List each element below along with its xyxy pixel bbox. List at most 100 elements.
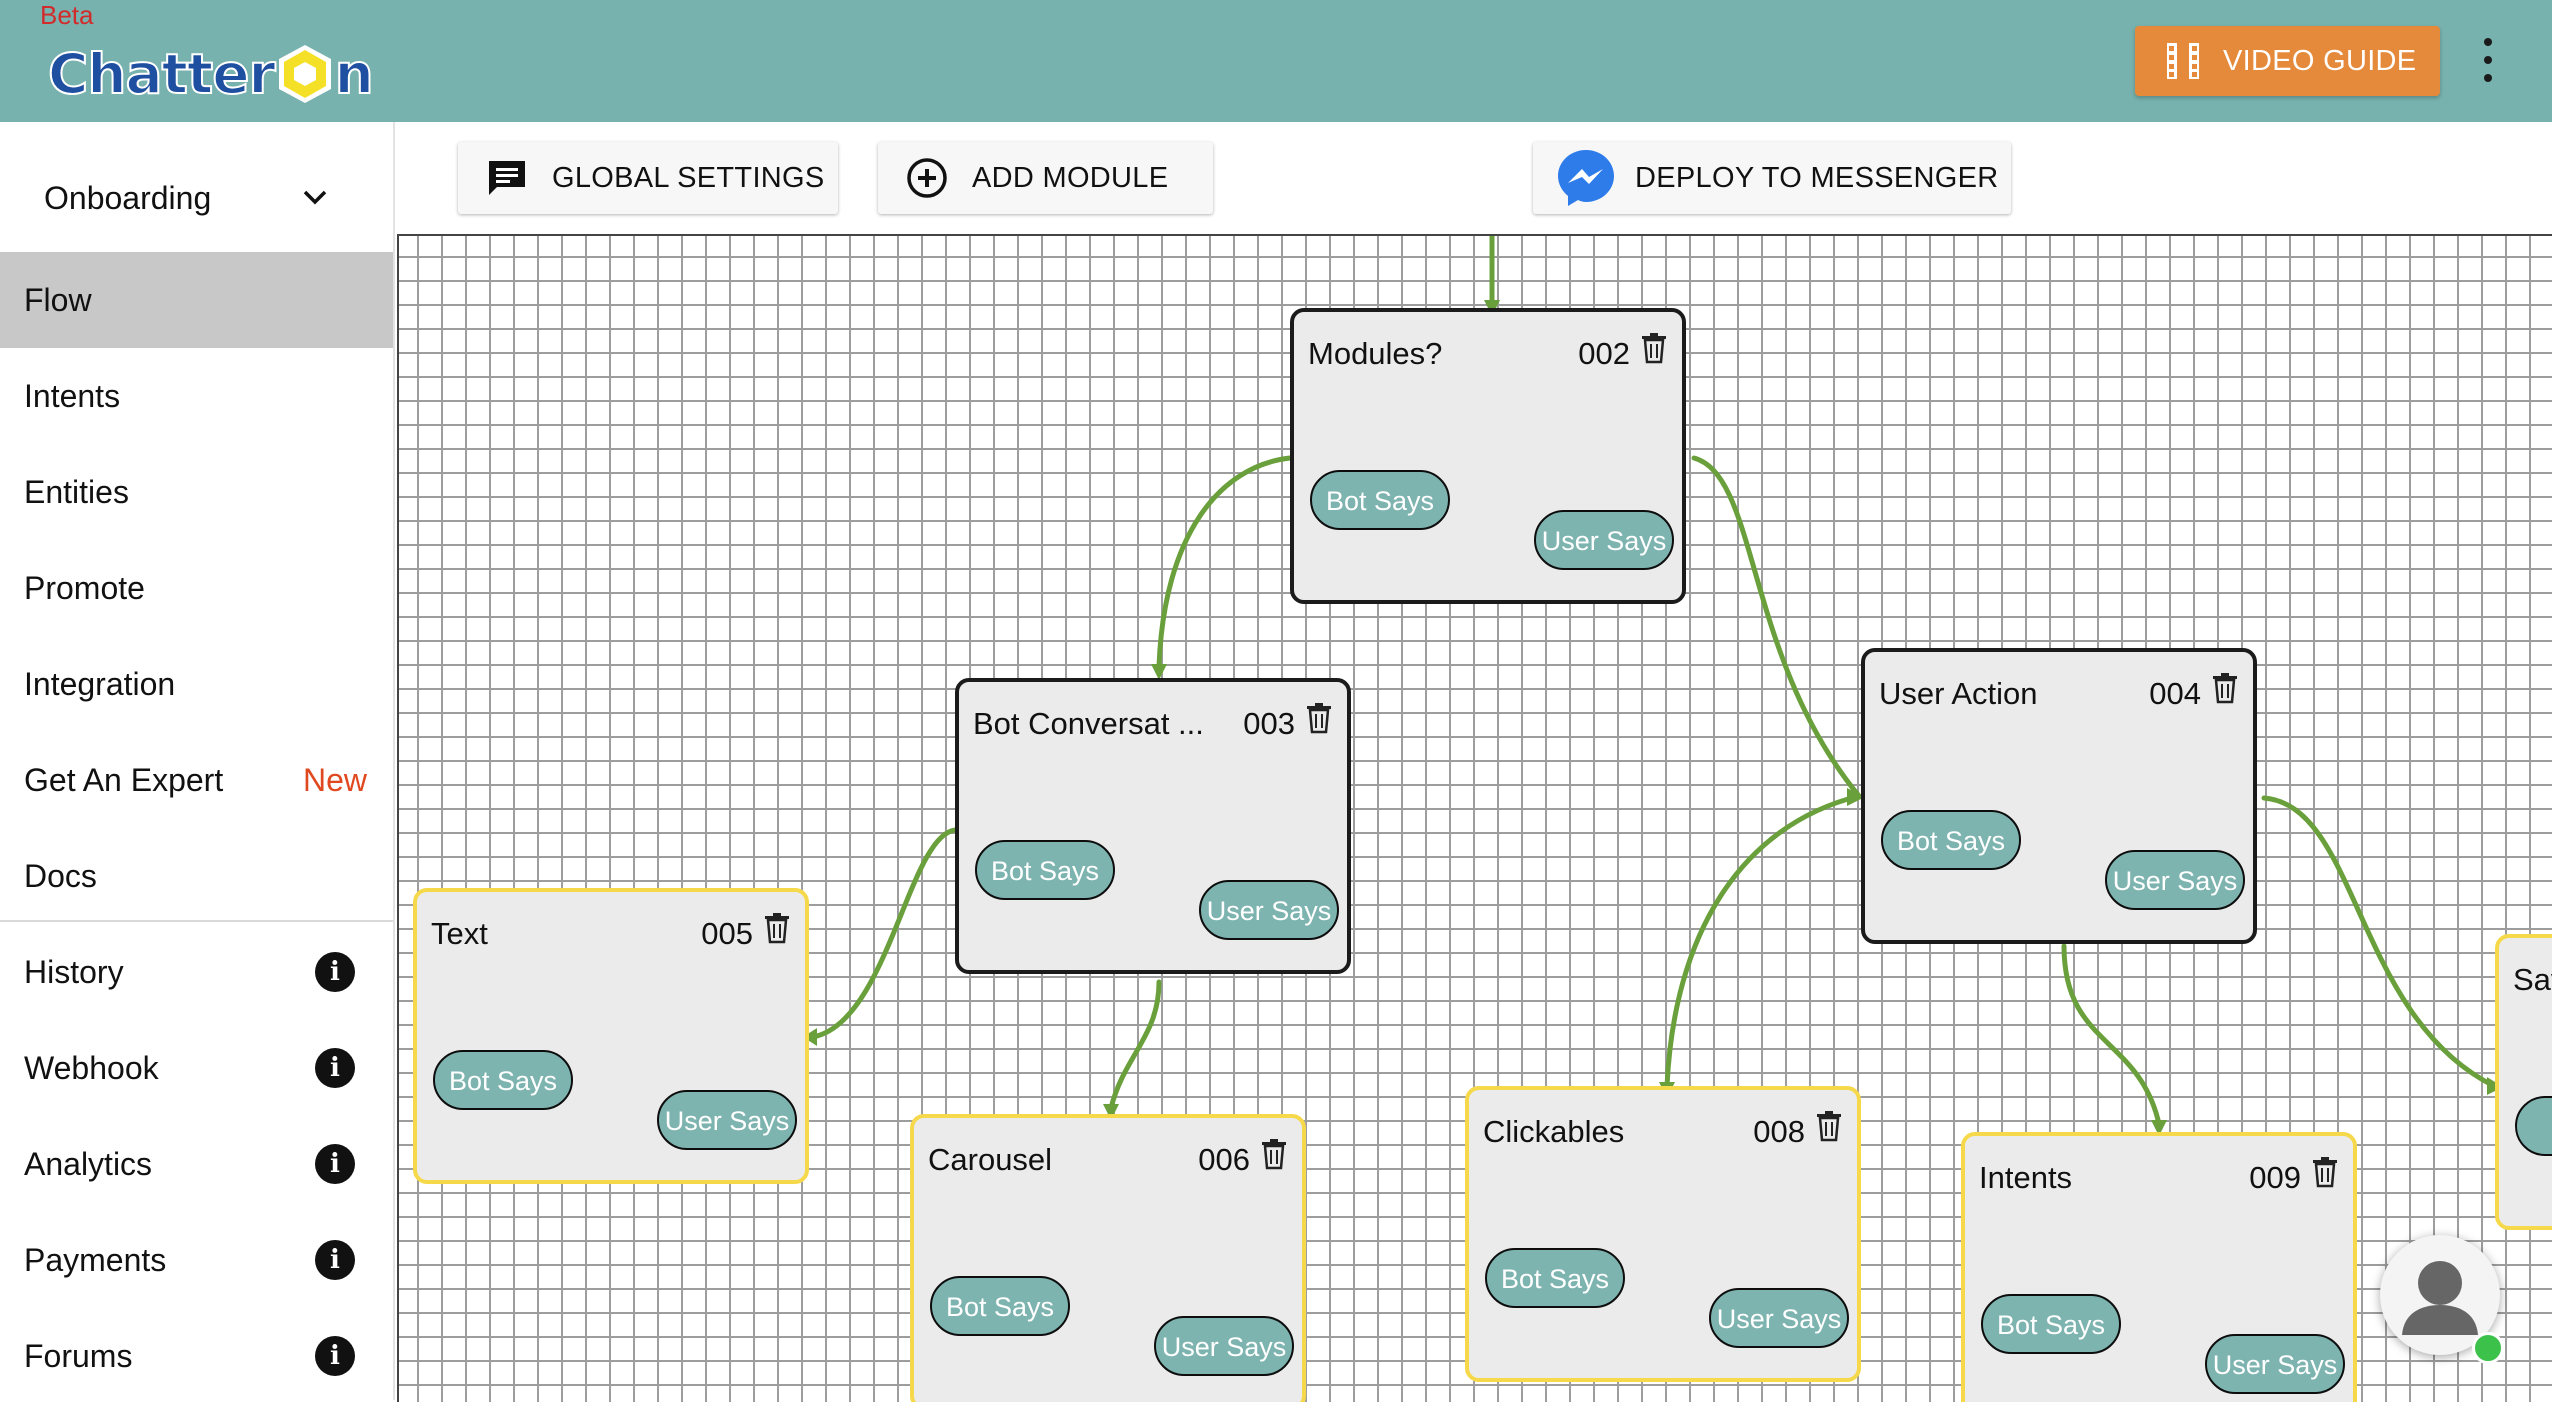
node-number: 003 <box>1243 706 1295 741</box>
node-number: 004 <box>2149 676 2201 711</box>
deploy-label: DEPLOY TO MESSENGER <box>1635 161 1999 194</box>
chevron-down-icon <box>303 190 327 205</box>
sidebar-item-promote[interactable]: Promote <box>0 540 393 636</box>
user-says-button[interactable]: User Says <box>1199 880 1339 940</box>
sidebar-item-label: Intents <box>24 377 121 414</box>
sidebar-item-integration[interactable]: Integration <box>0 636 393 732</box>
sidebar-item-label: Analytics <box>24 1145 153 1182</box>
bot-says-button[interactable]: Bot Says <box>433 1050 573 1110</box>
sidebar-item-webhook[interactable]: Webhook i <box>0 1020 393 1116</box>
flow-canvas[interactable]: Modules? 002 Bot Says User Says Bot Conv… <box>397 234 2552 1402</box>
sidebar-item-label: Integration <box>24 665 176 702</box>
info-icon[interactable]: i <box>315 952 355 992</box>
node-title: Modules? <box>1308 336 1443 371</box>
sidebar-divider <box>0 920 393 922</box>
sidebar-item-label: Forums <box>24 1337 133 1374</box>
info-icon[interactable]: i <box>315 1144 355 1184</box>
add-module-button[interactable]: ADD MODULE <box>878 142 1213 214</box>
sidebar-item-label: Flow <box>24 281 92 318</box>
sidebar-item-label: Get An Expert <box>24 761 224 798</box>
node-title: Sav <box>2513 962 2552 997</box>
flow-node-003[interactable]: Bot Conversat ... 003 Bot Says User Says <box>955 678 1351 974</box>
new-badge: New <box>302 761 367 798</box>
bot-says-button[interactable]: Bot Says <box>1881 810 2021 870</box>
flow-node-004[interactable]: User Action 004 Bot Says User Says <box>1861 648 2257 944</box>
chatteron-logo[interactable]: Chatter n <box>47 34 375 114</box>
sidebar-item-label: Webhook <box>24 1049 159 1086</box>
logo-area[interactable]: Beta Chatter n <box>0 0 393 122</box>
sidebar-item-intents[interactable]: Intents <box>0 348 393 444</box>
global-settings-button[interactable]: GLOBAL SETTINGS <box>458 142 838 214</box>
sidebar-item-analytics[interactable]: Analytics i <box>0 1116 393 1212</box>
messenger-icon <box>1555 147 1617 209</box>
bot-says-button[interactable]: Bot Says <box>1981 1294 2121 1354</box>
info-icon[interactable]: i <box>315 1048 355 1088</box>
top-header <box>0 0 2552 122</box>
beta-label: Beta <box>40 0 94 30</box>
trash-icon[interactable] <box>1815 1110 1843 1142</box>
node-title: Clickables <box>1483 1114 1625 1149</box>
sidebar-item-entities[interactable]: Entities <box>0 444 393 540</box>
user-avatar-icon <box>2402 1261 2478 1335</box>
online-status-indicator <box>2472 1332 2504 1364</box>
info-icon[interactable]: i <box>315 1336 355 1376</box>
trash-icon[interactable] <box>1640 332 1668 364</box>
sidebar-item-label: Entities <box>24 473 129 510</box>
bot-says-button[interactable]: Bo <box>2515 1096 2552 1156</box>
flow-node-sav-clipped[interactable]: Sav Bo <box>2495 934 2552 1230</box>
message-icon <box>486 158 528 198</box>
video-guide-label: VIDEO GUIDE <box>2223 44 2417 77</box>
user-says-button[interactable]: User Says <box>657 1090 797 1150</box>
film-icon <box>2167 43 2199 79</box>
node-number: 005 <box>701 916 753 951</box>
add-module-label: ADD MODULE <box>972 161 1169 194</box>
node-title: Text <box>431 916 488 951</box>
sidebar-item-label: Promote <box>24 569 145 606</box>
more-menu-icon[interactable] <box>2476 38 2500 82</box>
video-guide-button[interactable]: VIDEO GUIDE <box>2135 26 2440 96</box>
node-title: Intents <box>1979 1160 2073 1195</box>
sidebar-item-forums[interactable]: Forums i <box>0 1308 393 1404</box>
logo-hexagon-icon <box>278 45 331 103</box>
flow-node-005[interactable]: Text 005 Bot Says User Says <box>413 888 809 1184</box>
info-icon[interactable]: i <box>315 1240 355 1280</box>
trash-icon[interactable] <box>1260 1138 1288 1170</box>
node-title: Bot Conversat ... <box>973 706 1204 741</box>
project-select-value: Onboarding <box>44 179 212 216</box>
node-number: 008 <box>1753 1114 1805 1149</box>
flow-edges <box>803 236 2503 1136</box>
logo-text-prefix: Chatter <box>47 41 277 107</box>
sidebar-item-flow[interactable]: Flow <box>0 252 393 348</box>
bot-says-button[interactable]: Bot Says <box>975 840 1115 900</box>
flow-node-002[interactable]: Modules? 002 Bot Says User Says <box>1290 308 1686 604</box>
node-number: 009 <box>2249 1160 2301 1195</box>
user-says-button[interactable]: User Says <box>2105 850 2245 910</box>
sidebar-item-payments[interactable]: Payments i <box>0 1212 393 1308</box>
user-says-button[interactable]: User Says <box>1154 1316 1294 1376</box>
sidebar-item-history[interactable]: History i <box>0 924 393 1020</box>
trash-icon[interactable] <box>2311 1156 2339 1188</box>
sidebar-item-docs[interactable]: Docs <box>0 828 393 924</box>
sidebar-item-label: Docs <box>24 857 97 894</box>
sidebar-item-get-an-expert[interactable]: Get An Expert New <box>0 732 393 828</box>
sidebar-item-label: Payments <box>24 1241 167 1278</box>
global-settings-label: GLOBAL SETTINGS <box>552 161 825 194</box>
flow-node-009[interactable]: Intents 009 Bot Says User Says <box>1961 1132 2357 1402</box>
flow-node-008[interactable]: Clickables 008 Bot Says User Says <box>1465 1086 1861 1382</box>
bot-says-button[interactable]: Bot Says <box>930 1276 1070 1336</box>
sidebar-item-label: History <box>24 953 124 990</box>
bot-says-button[interactable]: Bot Says <box>1485 1248 1625 1308</box>
user-says-button[interactable]: User Says <box>1534 510 1674 570</box>
add-circle-icon <box>906 157 948 199</box>
trash-icon[interactable] <box>2211 672 2239 704</box>
bot-says-button[interactable]: Bot Says <box>1310 470 1450 530</box>
user-says-button[interactable]: User Says <box>2205 1334 2345 1394</box>
deploy-to-messenger-button[interactable]: DEPLOY TO MESSENGER <box>1533 142 2011 214</box>
node-number: 006 <box>1198 1142 1250 1177</box>
project-select[interactable]: Onboarding <box>44 172 344 224</box>
flow-node-006[interactable]: Carousel 006 Bot Says User Says <box>910 1114 1306 1402</box>
trash-icon[interactable] <box>1305 702 1333 734</box>
node-title: Carousel <box>928 1142 1053 1177</box>
trash-icon[interactable] <box>763 912 791 944</box>
user-says-button[interactable]: User Says <box>1709 1288 1849 1348</box>
